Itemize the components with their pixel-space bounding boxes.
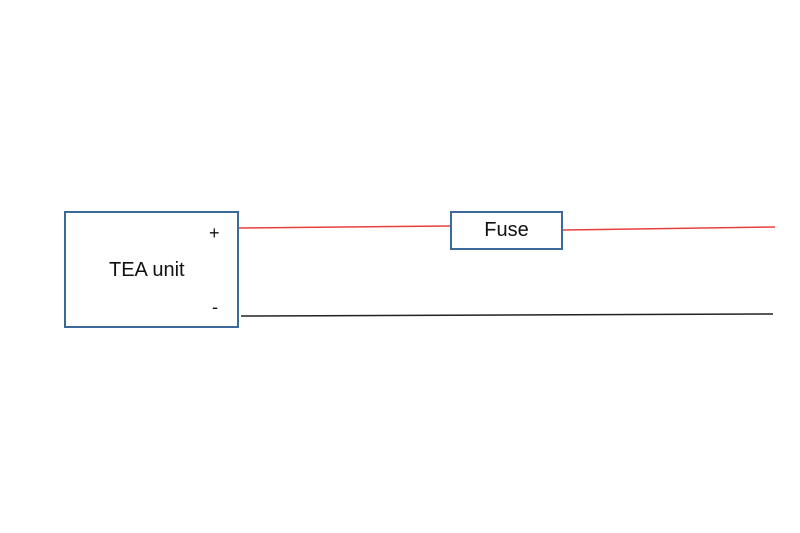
tea-unit-label: TEA unit — [109, 259, 185, 281]
positive-wire-segment-left — [238, 225, 451, 229]
fuse-box: Fuse — [450, 211, 563, 250]
positive-terminal-label: + — [209, 223, 220, 243]
fuse-label: Fuse — [484, 219, 529, 241]
negative-wire — [240, 313, 774, 317]
negative-terminal-label: - — [212, 297, 218, 317]
positive-wire-segment-right — [562, 226, 776, 231]
tea-unit-box: TEA unit + - — [64, 211, 239, 328]
